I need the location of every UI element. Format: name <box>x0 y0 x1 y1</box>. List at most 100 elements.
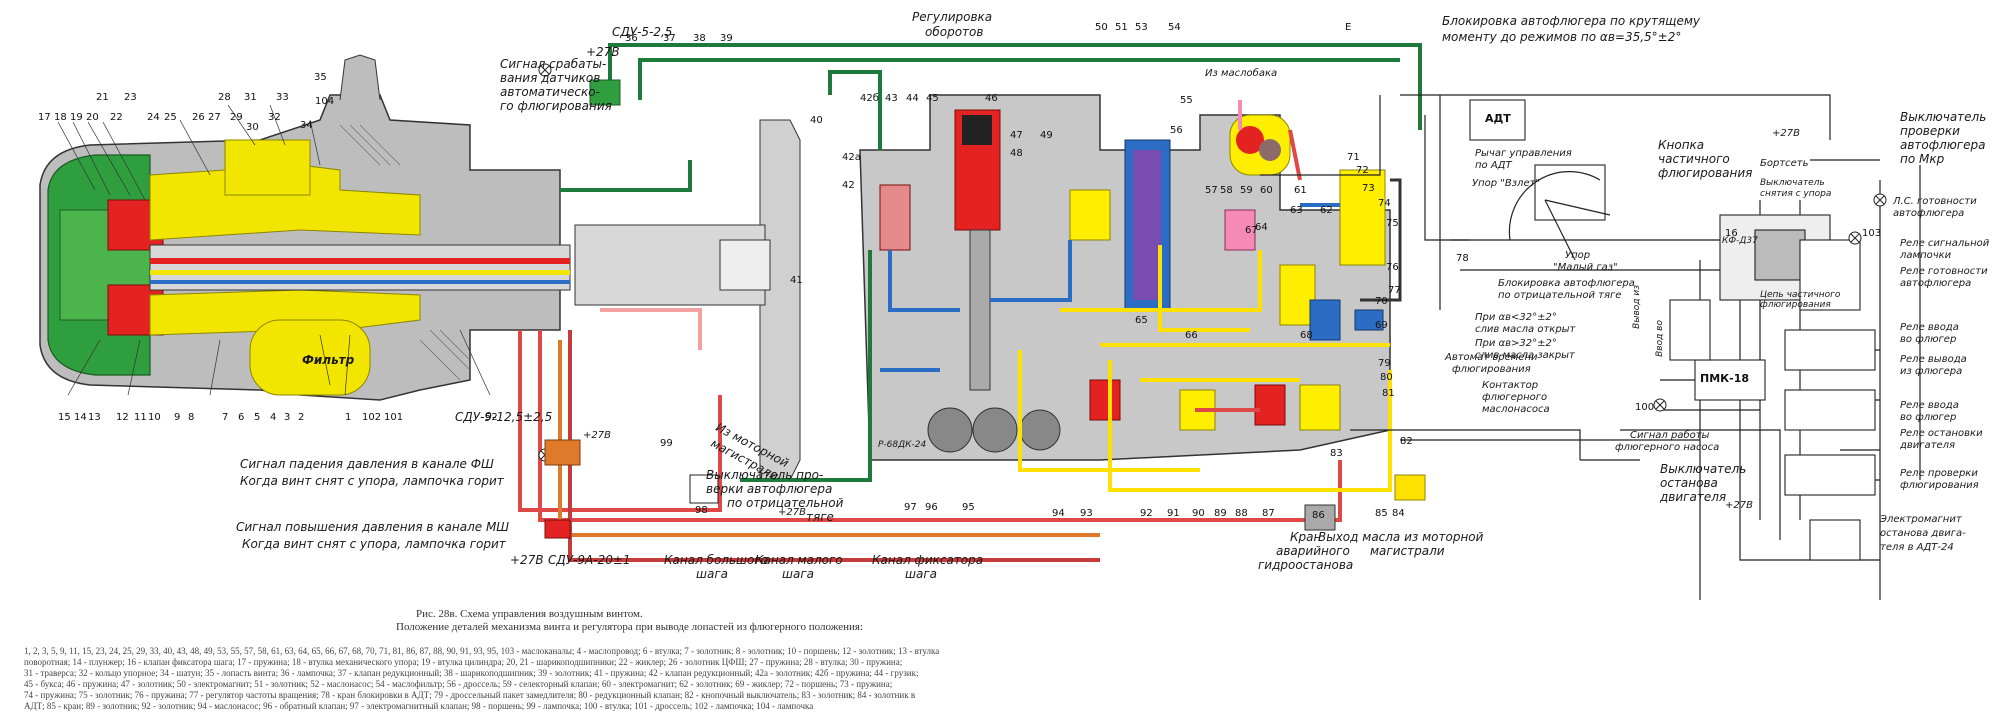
legend-line: 45 - букса; 46 - пружина; 47 - золотник;… <box>24 679 893 689</box>
label-signal-sensors-2: вания датчиков <box>500 71 601 85</box>
part-num: 78 <box>1456 253 1469 264</box>
label-signal-rise: Сигнал повышения давления в канале МШ <box>236 520 510 534</box>
label-partial-fl: Цепь частичного <box>1760 290 1841 300</box>
label-at-closed: При αв>32°±2° <box>1475 338 1557 349</box>
legend-line: АДТ; 85 - кран; 89 - золотник; 92 - золо… <box>24 701 814 711</box>
part-num: 88 <box>1235 508 1248 519</box>
label-contactor: Контактор <box>1482 380 1539 391</box>
part-num: 55 <box>1180 95 1193 106</box>
label-from-oilbox: Из маслобака <box>1205 68 1278 79</box>
part-num: 5 <box>254 412 261 423</box>
part-num: 84 <box>1392 508 1405 519</box>
label-electromagnet-2: останова двига- <box>1880 528 1966 539</box>
part-num: 83 <box>1330 448 1343 459</box>
part-num: 66 <box>1185 330 1198 341</box>
part-num: 54 <box>1168 22 1181 33</box>
figure-caption: Рис. 28в. Схема управления воздушным вин… <box>396 608 1196 634</box>
label-stop-idle: Упор <box>1565 250 1591 261</box>
part-num: Е <box>1345 22 1352 33</box>
label-channel-fix: Канал фиксатора <box>872 553 984 567</box>
part-num: 21 <box>96 92 109 103</box>
adt-lever-sector <box>1424 115 1611 261</box>
part-num: 14 <box>74 412 87 423</box>
part-num: 4 <box>270 412 277 423</box>
label-signal-drop-2: Когда винт снят с упора, лампочка горит <box>240 474 504 488</box>
part-num: 91 <box>1167 508 1180 519</box>
label-switch-neg-4: тяге <box>806 510 834 524</box>
part-num: 71 <box>1347 152 1360 163</box>
part-num: 32 <box>268 112 281 123</box>
label-oil-out-2: магистрали <box>1370 544 1445 558</box>
part-num: 9 <box>174 412 181 423</box>
legend-line: 1, 2, 3, 5, 9, 11, 15, 23, 24, 25, 29, 3… <box>24 646 940 656</box>
part-num: 23 <box>124 92 137 103</box>
part-num: 62 <box>1320 205 1333 216</box>
part-num: 70 <box>1375 296 1388 307</box>
part-num: 6 <box>238 412 245 423</box>
part-num: 48 <box>1010 148 1023 159</box>
label-plus27-c: +27В <box>1725 500 1753 511</box>
part-num: 30 <box>246 122 259 133</box>
label-relay-out: Реле вывода <box>1900 354 1967 365</box>
label-relay-stop-2: двигателя <box>1900 440 1956 451</box>
label-board-net: Бортсеть <box>1760 158 1809 169</box>
caption-line-2: Положение деталей механизма винта и регу… <box>396 621 863 633</box>
part-num: 1 <box>345 412 352 423</box>
part-num: 51 <box>1115 22 1128 33</box>
legend-line: поворотная; 14 - плунжер; 16 - клапан фи… <box>24 657 903 667</box>
part-num: 58 <box>1220 185 1233 196</box>
label-relay-ready-2: автофлюгера <box>1900 278 1972 289</box>
label-sdu-9a: СДУ-9А-20±1 <box>548 553 631 567</box>
part-num: 47 <box>1010 130 1023 141</box>
lamps <box>538 63 1887 462</box>
label-relay-in-b: Реле ввода <box>1900 400 1959 411</box>
label-tap-emerg-2: аварийного <box>1276 544 1350 558</box>
parts-legend: 1, 2, 3, 5, 9, 11, 15, 23, 24, 25, 29, 3… <box>24 646 1144 712</box>
part-num: 25 <box>164 112 177 123</box>
part-num: 26 <box>192 112 205 123</box>
part-num: 60 <box>1260 185 1273 196</box>
part-num: 40 <box>810 115 823 126</box>
part-num: 50 <box>1095 22 1108 33</box>
part-num: 7 <box>222 412 229 423</box>
part-num: 68 <box>1300 330 1313 341</box>
label-lever: Рычаг управления <box>1475 148 1572 159</box>
label-switch-neg-2: верки автофлюгера <box>706 482 833 496</box>
label-btn-partial-2: частичного <box>1658 152 1730 166</box>
part-num: 20 <box>86 112 99 123</box>
relay-boxes <box>1469 99 1876 561</box>
part-num: 80 <box>1380 372 1393 383</box>
label-pmk: ПМК-18 <box>1700 372 1750 385</box>
label-kf: КФ-Д37 <box>1722 236 1758 246</box>
part-num: 96 <box>925 502 938 513</box>
part-num: 42а <box>842 152 861 163</box>
part-num: 17 <box>38 112 51 123</box>
label-switch-check: Выключатель <box>1900 110 1987 124</box>
label-block-neg-2: по отрицательной тяге <box>1498 290 1622 301</box>
label-switch-neg: Выключатель про- <box>706 468 824 482</box>
part-num: 93 <box>1080 508 1093 519</box>
label-tap-emerg-3: гидроостанова <box>1258 558 1354 572</box>
label-plus27-f: +27В <box>778 507 806 518</box>
label-plus27-a: +27В <box>586 45 620 59</box>
label-auto-time-2: флюгирования <box>1452 364 1531 375</box>
part-num: 19 <box>70 112 83 123</box>
label-switch-stop-3: двигателя <box>1660 490 1727 504</box>
part-num: 67 <box>1245 225 1258 236</box>
part-num: 33 <box>276 92 289 103</box>
part-num: 100 <box>1635 402 1655 413</box>
part-num: 8 <box>188 412 195 423</box>
part-num: 18 <box>54 112 67 123</box>
part-num: 69 <box>1375 320 1388 331</box>
label-block-neg: Блокировка автофлюгера <box>1498 278 1635 289</box>
label-blocking-1: Блокировка автофлюгера по крутящему <box>1442 14 1701 28</box>
part-num: 85 <box>1375 508 1388 519</box>
part-num: 12 <box>116 412 129 423</box>
label-relay-in-b-2: во флюгер <box>1900 412 1957 423</box>
part-num: 76 <box>1386 262 1399 273</box>
part-num: 97 <box>904 502 917 513</box>
part-num: 92 <box>1140 508 1153 519</box>
label-signal-rise-2: Когда винт снят с упора, лампочка горит <box>242 537 506 551</box>
